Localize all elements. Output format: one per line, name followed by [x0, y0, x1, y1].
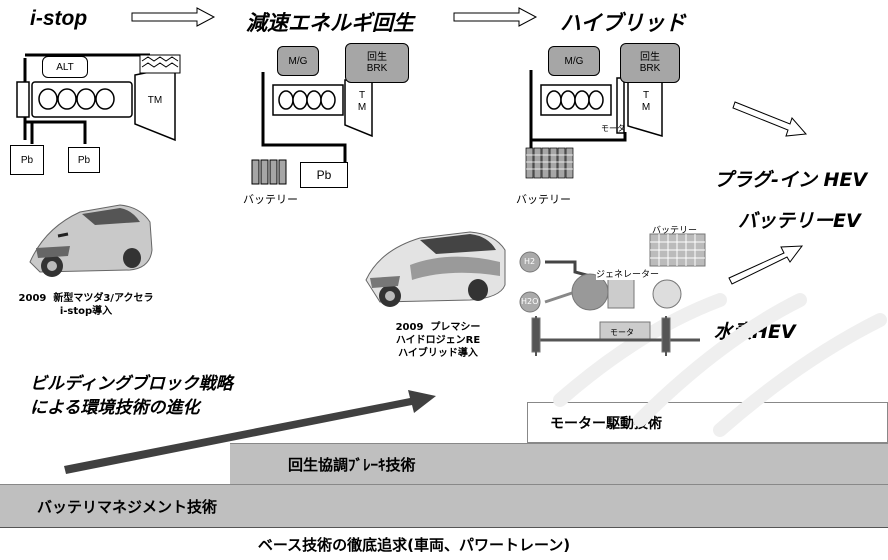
flow-arrow-2 [453, 7, 538, 27]
regen-engine [272, 79, 373, 138]
step-base-technology: ベース技術の徹底追求(車両、パワートレーン) [0, 527, 888, 560]
mazda3-car-image [29, 204, 153, 277]
istop-starter [16, 81, 30, 118]
premacy-caption: 2009 プレマシー ハイドロジェンRE ハイブリッド導入 [395, 322, 481, 359]
regen-title: 減速エネルギ回生 [246, 11, 414, 35]
hybrid-tm-label: T M [641, 90, 651, 113]
h2-tank-icon [519, 251, 541, 273]
step-base-label: ベース技術の徹底追求(車両、パワートレーン) [257, 535, 571, 554]
istop-radiator [139, 54, 181, 74]
premacy-battery-label: バッテリー [652, 226, 698, 236]
h2o-tank-icon [519, 291, 541, 313]
istop-pb-battery-1: Pb [10, 145, 44, 175]
mazda3-caption: 2009 新型マツダ3/アクセラ i-stop導入 [18, 293, 154, 317]
premacy-car-image [365, 231, 506, 307]
hybrid-mg-box: M/G [548, 46, 600, 76]
hybrid-battery-pack [525, 147, 574, 179]
hybrid-title: ハイブリッド [560, 11, 686, 35]
step-battery-label: バッテリマネジメント技術 [37, 497, 218, 516]
premacy-schematic [519, 233, 706, 356]
premacy-h2-label: H2 [524, 257, 536, 266]
arrow-to-ev [728, 245, 804, 285]
arrow-to-plugin [732, 101, 808, 137]
regen-pb-battery: Pb [300, 162, 348, 188]
hybrid-motor-label: モータ [601, 124, 625, 133]
step-motor-drive: モーター駆動技術 [527, 402, 888, 443]
hybrid-battery-label: バッテリー [516, 193, 571, 206]
regen-cells [251, 159, 287, 185]
hybrid-brk-box: 回生 BRK [620, 43, 680, 83]
plugin-hev-label: プラグ-イン HEV [714, 169, 868, 191]
step-brake-label: 回生協調ﾌﾞﾚｰｷ技術 [288, 455, 416, 474]
regen-battery-label: バッテリー [243, 193, 298, 206]
istop-alt-box: ALT [42, 56, 88, 78]
regen-tm-label: T M [357, 90, 367, 113]
premacy-generator-label: ジェネレーター [596, 267, 660, 280]
regen-brk-box: 回生 BRK [345, 43, 409, 83]
step-battery-management: バッテリマネジメント技術 [0, 484, 888, 527]
istop-title: i-stop [30, 7, 88, 30]
premacy-h2o-label: H2O [521, 297, 539, 306]
regen-wiring [261, 72, 347, 162]
step-regen-brake: 回生協調ﾌﾞﾚｰｷ技術 [230, 443, 888, 484]
regen-mg-box: M/G [277, 46, 319, 76]
premacy-motor-label: モータ [610, 328, 634, 337]
istop-engine [16, 66, 176, 142]
istop-pb-battery-2: Pb [68, 147, 100, 173]
generator-icon [652, 279, 682, 309]
flow-arrow-1 [131, 7, 216, 27]
hybrid-engine [540, 77, 663, 138]
watermark-swoosh [553, 293, 887, 437]
hybrid-wiring [529, 70, 627, 148]
istop-tm-label: TM [147, 95, 163, 106]
strategy-text: ビルディングブロック戦略 による環境技術の進化 [30, 374, 233, 418]
battery-ev-label: バッテリーEV [738, 210, 861, 232]
strategy-arrow [64, 390, 436, 474]
